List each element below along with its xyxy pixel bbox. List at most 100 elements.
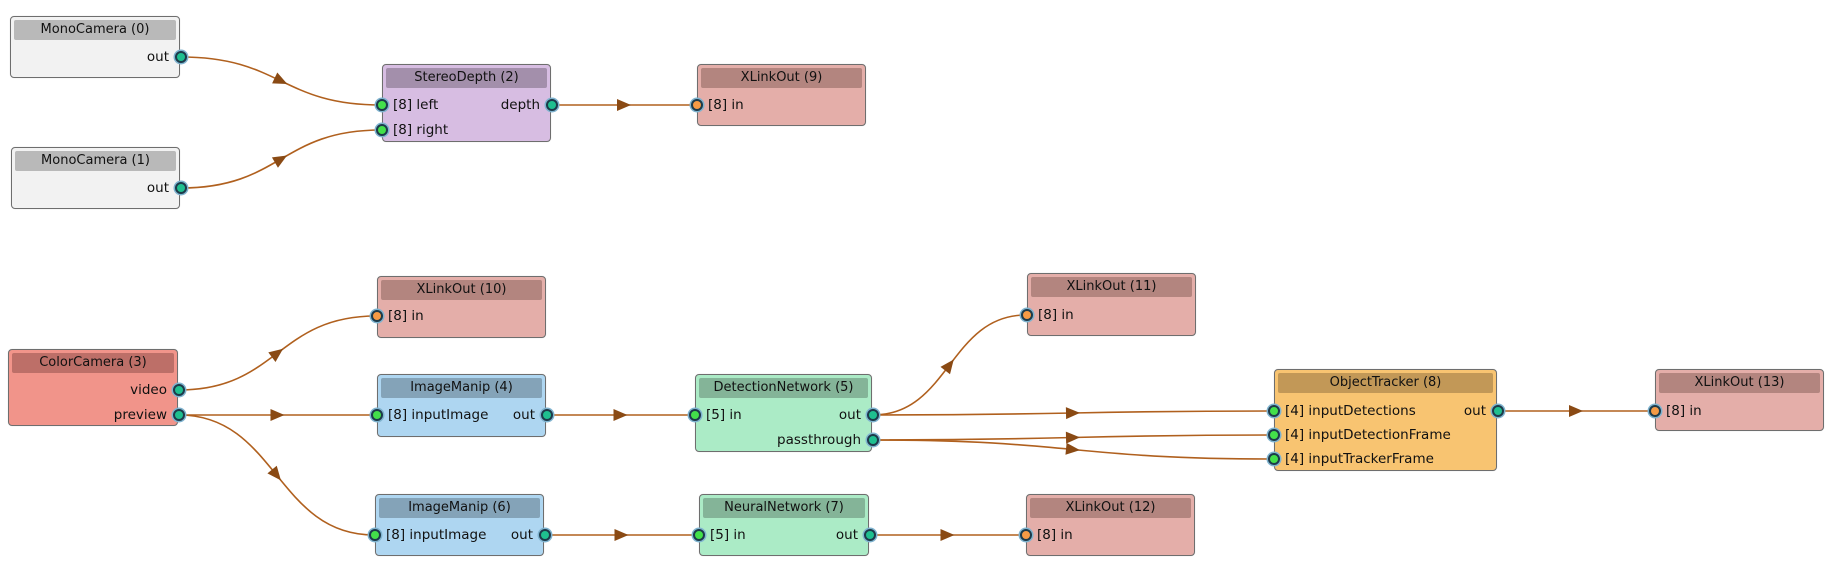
link-arrow-icon [617,99,631,111]
input-port-left[interactable]: [8] left [391,96,438,114]
input-port-dot-icon[interactable] [692,528,705,541]
port-label: out [146,49,169,65]
output-port-depth[interactable]: depth [501,96,542,114]
node-imagemanip-6[interactable]: ImageManip (6) [8] inputImage out [368,494,551,556]
input-port-inputdetections[interactable]: [4] inputDetections [1283,402,1416,420]
output-port-out[interactable]: out [839,406,863,424]
node-title: MonoCamera (1) [15,151,176,171]
port-label: [8] inputImage [388,407,489,423]
node-xlinkout-10[interactable]: XLinkOut (10) [8] in [370,276,546,338]
input-port-inputdetectionframe[interactable]: [4] inputDetectionFrame [1283,426,1451,444]
link-arrow-icon [1065,431,1080,444]
input-port-dot-icon[interactable] [1267,404,1280,417]
port-label: [8] left [393,97,439,113]
output-port-dot-icon[interactable] [1491,404,1504,417]
port-label: [4] inputDetections [1285,403,1416,419]
output-port-out[interactable]: out [147,179,171,197]
node-title: XLinkOut (10) [381,280,542,300]
output-port-out[interactable]: out [511,526,535,544]
output-port-dot-icon[interactable] [866,433,879,446]
output-port-dot-icon[interactable] [538,528,551,541]
output-port-dot-icon[interactable] [866,408,879,421]
node-title: XLinkOut (12) [1030,498,1191,518]
node-imagemanip-4[interactable]: ImageManip (4) [8] inputImage out [370,374,553,437]
port-label: [4] inputDetectionFrame [1285,427,1451,443]
output-port-video[interactable]: video [130,381,169,399]
output-port-out[interactable]: out [513,406,537,424]
output-port-out[interactable]: out [147,48,171,66]
output-port-dot-icon[interactable] [172,408,185,421]
port-label: [8] in [1037,527,1073,543]
input-port-in[interactable]: [5] in [704,406,742,424]
link-arrow-icon [268,348,284,363]
node-xlinkout-12[interactable]: XLinkOut (12) [8] in [1019,494,1195,556]
input-port-dot-icon[interactable] [1267,428,1280,441]
output-port-dot-icon[interactable] [172,383,185,396]
link-arrow-icon [267,465,281,481]
node-colorcamera-3[interactable]: ColorCamera (3) video preview [8,349,185,426]
node-title: StereoDepth (2) [386,68,547,88]
input-port-dot-icon[interactable] [370,408,383,421]
port-label: preview [113,407,167,423]
input-port-dot-icon[interactable] [690,98,703,111]
node-title: ObjectTracker (8) [1278,373,1493,393]
node-xlinkout-11[interactable]: XLinkOut (11) [8] in [1020,273,1196,336]
input-port-right[interactable]: [8] right [391,121,448,139]
port-label: depth [500,97,540,113]
input-port-in[interactable]: [8] in [1035,526,1073,544]
output-port-dot-icon[interactable] [174,50,187,63]
node-title: MonoCamera (0) [14,20,176,40]
node-xlinkout-13[interactable]: XLinkOut (13) [8] in [1648,369,1824,431]
node-monocamera-0[interactable]: MonoCamera (0) out [10,16,187,78]
output-port-dot-icon[interactable] [545,98,558,111]
input-port-in[interactable]: [8] in [706,96,744,114]
input-port-in[interactable]: [8] in [386,307,424,325]
input-port-inputimage[interactable]: [8] inputImage [384,526,486,544]
input-port-in[interactable]: [8] in [1664,402,1702,420]
port-label: out [838,407,861,423]
input-port-inputimage[interactable]: [8] inputImage [386,406,488,424]
node-title: ImageManip (6) [379,498,540,518]
node-title: DetectionNetwork (5) [699,378,868,398]
port-label: out [510,527,533,543]
port-label: [8] inputImage [386,527,487,543]
node-xlinkout-9[interactable]: XLinkOut (9) [8] in [690,64,866,126]
input-port-in[interactable]: [5] in [708,526,746,544]
node-neuralnetwork-7[interactable]: NeuralNetwork (7) [5] in out [692,494,876,556]
output-port-out[interactable]: out [1464,402,1488,420]
link-arrow-icon [270,409,285,421]
output-port-dot-icon[interactable] [863,528,876,541]
node-stereodepth-2[interactable]: StereoDepth (2) [8] left [8] right depth [375,64,558,142]
node-monocamera-1[interactable]: MonoCamera (1) out [11,147,187,209]
input-port-dot-icon[interactable] [1648,404,1661,417]
input-port-dot-icon[interactable] [1019,528,1032,541]
input-port-dot-icon[interactable] [368,528,381,541]
node-title: ColorCamera (3) [12,353,174,373]
input-port-dot-icon[interactable] [688,408,701,421]
link-arrow-icon [613,409,628,421]
link-arrow-icon [940,529,955,541]
node-detectionnetwork-5[interactable]: DetectionNetwork (5) [5] in out passthro… [688,374,879,452]
node-title: XLinkOut (11) [1031,277,1192,297]
output-port-out[interactable]: out [836,526,860,544]
input-port-in[interactable]: [8] in [1036,306,1074,324]
input-port-dot-icon[interactable] [370,309,383,322]
output-port-dot-icon[interactable] [174,181,187,194]
node-objecttracker-8[interactable]: ObjectTracker (8) [4] inputDetections [4… [1267,369,1504,471]
port-label: [8] right [393,122,449,138]
link-arrow-icon [271,155,288,168]
input-port-dot-icon[interactable] [375,123,388,136]
port-label: [8] in [1038,307,1074,323]
input-port-inputtrackerframe[interactable]: [4] inputTrackerFrame [1283,450,1434,468]
input-port-dot-icon[interactable] [1267,452,1280,465]
link-arrow-icon [1569,405,1583,417]
port-label: [4] inputTrackerFrame [1285,451,1434,467]
input-port-dot-icon[interactable] [1020,308,1033,321]
input-port-dot-icon[interactable] [375,98,388,111]
link-arrow-icon [1065,407,1080,420]
link-arrow-icon [1065,442,1080,455]
output-port-passthrough[interactable]: passthrough [777,431,863,449]
output-port-preview[interactable]: preview [114,406,169,424]
output-port-dot-icon[interactable] [540,408,553,421]
